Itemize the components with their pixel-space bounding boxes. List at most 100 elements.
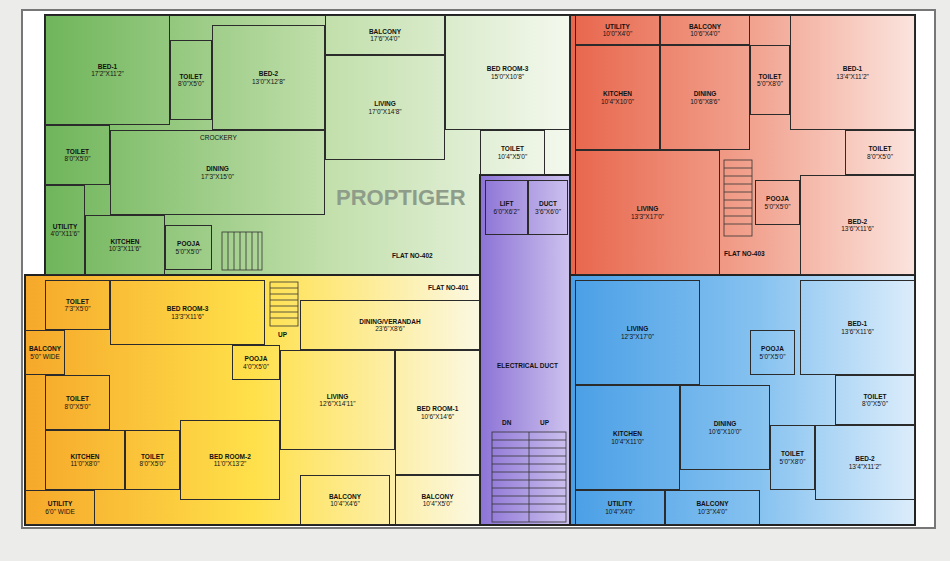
room-box: TOILET8'0"X5'0" — [835, 375, 915, 425]
room-name: TOILET — [180, 73, 203, 80]
room-name: KITCHEN — [111, 238, 140, 245]
room-box: BED ROOM-211'0"X13'2" — [180, 420, 280, 500]
room-box: TOILET8'0"X5'0" — [45, 125, 110, 185]
room-dimension: 5'0"X5'0" — [760, 353, 786, 360]
room-name: TOILET — [781, 450, 804, 457]
room-box: TOILET8'0"X5'0" — [125, 430, 180, 490]
watermark: PROPTIGER — [336, 186, 466, 210]
room-name: UTILITY — [605, 23, 630, 30]
room-box: DINING10'6"X8'6" — [660, 45, 750, 150]
room-dimension: 5'0"X8'0" — [780, 458, 806, 465]
room-dimension: 13'4"X11'2" — [849, 463, 882, 470]
room-box: LIVING12'3"X17'0" — [575, 280, 700, 385]
furniture-label: CROCKERY — [200, 134, 237, 141]
room-name: TOILET — [66, 395, 89, 402]
room-dimension: 11'0"X13'2" — [214, 460, 247, 467]
flat-area — [25, 275, 480, 525]
room-dimension: 10'6"X8'6" — [690, 98, 720, 105]
room-name: LIVING — [637, 205, 659, 212]
room-name: POOJA — [766, 195, 789, 202]
room-box: DINING17'3"X15'0" — [110, 130, 325, 215]
staircase — [492, 432, 566, 522]
room-dimension: 17'3"X15'0" — [201, 173, 234, 180]
room-name: BED ROOM-1 — [417, 405, 459, 412]
room-dimension: 10'3"X11'6" — [109, 245, 142, 252]
room-name: BALCONY — [696, 500, 728, 507]
room-dimension: 8'0"X5'0" — [862, 400, 888, 407]
flat-area — [570, 275, 915, 525]
room-dimension: 10'6"X14'6" — [421, 413, 454, 420]
room-name: BED ROOM-3 — [487, 65, 529, 72]
room-dimension: 13'0"X12'8" — [252, 78, 285, 85]
room-name: BALCONY — [29, 345, 61, 352]
room-dimension: 13'3"X17'0" — [631, 213, 664, 220]
room-box: BALCONY5'0" WIDE — [25, 330, 65, 375]
room-name: UTILITY — [608, 500, 633, 507]
room-box: TOILET10'4"X5'0" — [480, 130, 545, 175]
room-name: BED-2 — [855, 455, 875, 462]
room-box: KITCHEN10'4"X11'0" — [575, 385, 680, 490]
room-box: LIVING12'6"X14'11" — [280, 350, 395, 450]
room-dimension: 23'6"X8'6" — [375, 325, 405, 332]
room-box: LIVING17'0"X14'8" — [325, 55, 445, 160]
room-box: BED ROOM-313'3"X11'6" — [110, 280, 265, 345]
room-box: POOJA5'0"X5'0" — [755, 180, 800, 225]
flat-number: FLAT NO-402 — [392, 252, 433, 259]
room-dimension: 12'6"X14'11" — [319, 400, 355, 407]
room-box: KITCHEN10'4"X10'0" — [575, 45, 660, 150]
room-name: BED-2 — [259, 70, 279, 77]
room-box: LIVING13'3"X17'0" — [575, 150, 720, 275]
room-name: TOILET — [869, 145, 892, 152]
room-dimension: 4'0"X5'0" — [243, 363, 269, 370]
room-box: TOILET8'0"X5'0" — [845, 130, 915, 175]
room-name: LIVING — [374, 100, 396, 107]
room-box: TOILET5'0"X8'0" — [750, 45, 790, 115]
room-dimension: 13'3"X11'6" — [171, 313, 204, 320]
room-box: LIFT6'0"X6'2" — [485, 180, 528, 235]
room-dimension: 10'4"X5'0" — [423, 500, 453, 507]
core-area — [480, 175, 570, 525]
room-dimension: 12'3"X17'0" — [621, 333, 654, 340]
room-box: BALCONY10'4"X5'0" — [395, 475, 480, 525]
room-dimension: 10'4"X11'0" — [611, 438, 644, 445]
stair-direction: UP — [278, 331, 287, 338]
room-dimension: 6'0" WIDE — [45, 508, 75, 515]
room-dimension: 5'0"X8'0" — [757, 80, 783, 87]
room-name: BED ROOM-2 — [209, 453, 251, 460]
room-name: DINING — [206, 165, 229, 172]
room-box: BED ROOM-315'0"X10'8" — [445, 15, 570, 130]
room-box: POOJA4'0"X5'0" — [232, 345, 280, 380]
flat-number: FLAT NO-401 — [428, 284, 469, 291]
room-name: UTILITY — [53, 223, 78, 230]
room-name: TOILET — [501, 145, 524, 152]
room-box: DINING10'6"X10'0" — [680, 385, 770, 470]
room-name: DUCT — [539, 200, 557, 207]
room-box: UTILITY6'0" WIDE — [25, 490, 95, 525]
room-name: BALCONY — [421, 493, 453, 500]
room-dimension: 17'6"X4'0" — [370, 35, 400, 42]
room-name: BED-1 — [98, 63, 118, 70]
stair-direction: DN — [502, 419, 511, 426]
room-name: DINING — [714, 420, 737, 427]
room-box: KITCHEN10'3"X11'6" — [85, 215, 165, 275]
room-box: BALCONY10'4"X4'6" — [300, 475, 390, 525]
room-dimension: 13'4"X11'2" — [836, 73, 869, 80]
room-box: POOJA5'0"X5'0" — [750, 330, 795, 375]
room-name: KITCHEN — [71, 453, 100, 460]
room-box: TOILET7'3"X5'0" — [45, 280, 110, 330]
room-dimension: 15'0"X10'8" — [491, 73, 524, 80]
room-name: BED-1 — [843, 65, 863, 72]
room-box: UTILITY10'0"X4'0" — [575, 15, 660, 45]
room-dimension: 13'6"X11'6" — [841, 328, 874, 335]
room-dimension: 10'4"X4'0" — [605, 508, 635, 515]
room-dimension: 5'0" WIDE — [30, 353, 60, 360]
room-name: BED ROOM-3 — [167, 305, 209, 312]
room-box: DINING/VERANDAH23'6"X8'6" — [300, 300, 480, 350]
room-dimension: 10'0"X4'0" — [603, 30, 633, 37]
room-dimension: 8'0"X5'0" — [65, 403, 91, 410]
room-box: BED-213'0"X12'8" — [212, 25, 325, 130]
room-box: KITCHEN11'0"X8'0" — [45, 430, 125, 490]
room-dimension: 6'0"X6'2" — [494, 208, 520, 215]
room-dimension: 7'3"X5'0" — [65, 305, 91, 312]
